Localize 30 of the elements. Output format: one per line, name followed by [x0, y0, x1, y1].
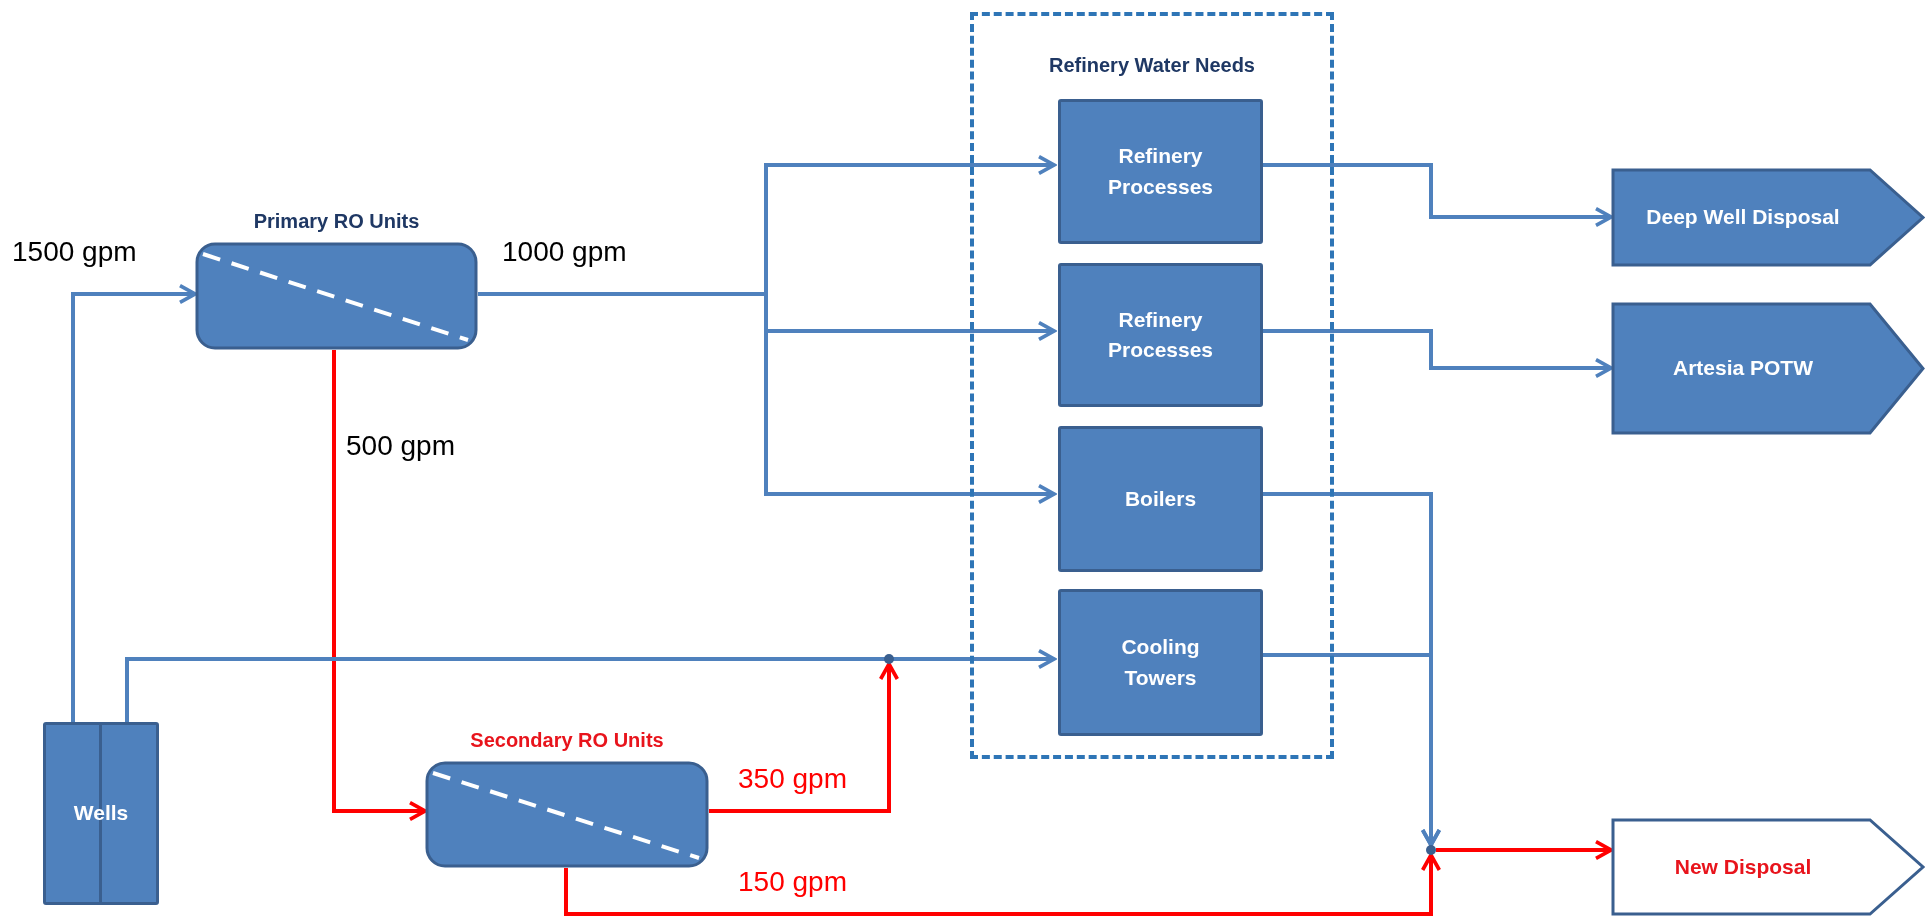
- box-label: Wells: [73, 800, 129, 827]
- process-box: [1058, 263, 1263, 407]
- flow-arrow: [71, 283, 197, 722]
- flow-arrow: [125, 648, 1056, 722]
- ro-unit: [425, 729, 709, 868]
- output-shape: [1611, 168, 1925, 267]
- box-label: Deep Well Disposal: [1646, 204, 1840, 231]
- group-heading: Refinery Water Needs: [1048, 54, 1256, 77]
- flow-arrow: [1436, 839, 1613, 861]
- junction-dot: [884, 654, 894, 664]
- process-box: [1058, 589, 1263, 736]
- box-label: Boilers: [1124, 485, 1197, 512]
- unit-heading: Primary RO Units: [252, 210, 421, 233]
- output-shape: [1611, 302, 1925, 435]
- flow-arrow: [564, 853, 1442, 916]
- box-label: Cooling Towers: [1120, 634, 1201, 691]
- group-frame: [970, 12, 1334, 759]
- box-label: Artesia POTW: [1673, 355, 1813, 382]
- flow-arrow: [332, 350, 427, 822]
- box-label: Refinery Processes: [1106, 306, 1215, 363]
- unit-heading: Secondary RO Units: [469, 729, 665, 752]
- ro-unit: [195, 210, 478, 350]
- process-box: [1058, 426, 1263, 572]
- output-shape: [1611, 818, 1925, 916]
- box-label: New Disposal: [1674, 853, 1812, 880]
- process-box: [1058, 99, 1263, 244]
- box-label: Refinery Processes: [1106, 143, 1215, 200]
- junction-dot: [1426, 845, 1436, 855]
- flow-arrow: [709, 662, 900, 813]
- wells-box: [43, 722, 159, 905]
